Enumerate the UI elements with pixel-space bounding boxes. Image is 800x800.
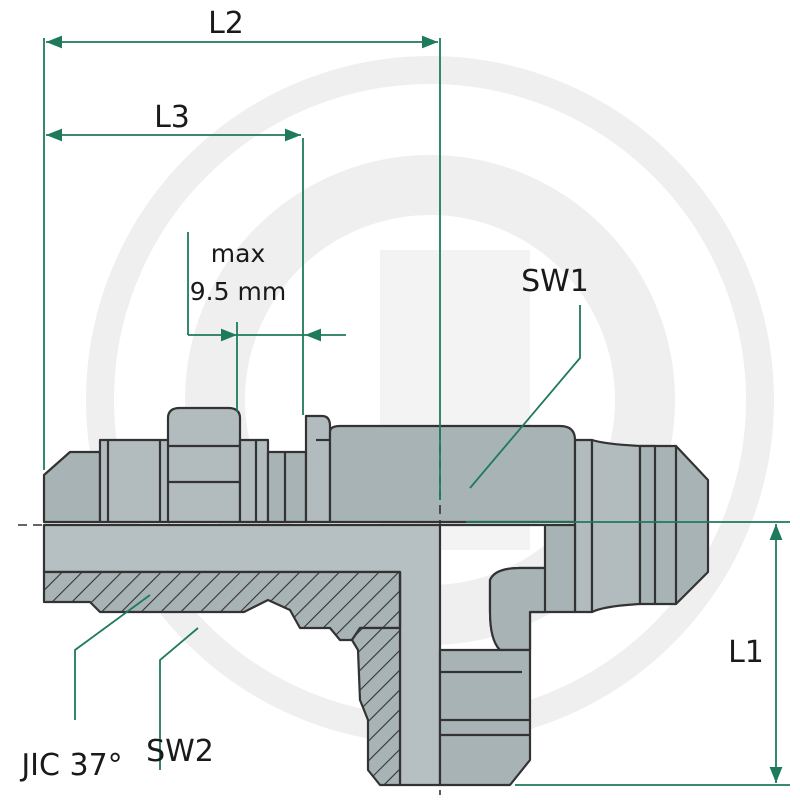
tee-body <box>42 424 710 787</box>
label-sw2: SW2 <box>146 734 214 769</box>
dim-label-l3: L3 <box>154 100 190 135</box>
dimension-lines <box>43 35 790 786</box>
dim-label-max-value: 9.5 mm <box>190 277 286 306</box>
label-sw1: SW1 <box>521 264 589 299</box>
dim-label-max: max <box>211 239 265 268</box>
dim-label-l1: L1 <box>728 635 764 670</box>
dim-label-l2: L2 <box>208 6 244 41</box>
left-run-exterior <box>42 406 332 524</box>
label-jic: JIC 37° <box>19 748 122 783</box>
leader-lines <box>74 305 581 770</box>
